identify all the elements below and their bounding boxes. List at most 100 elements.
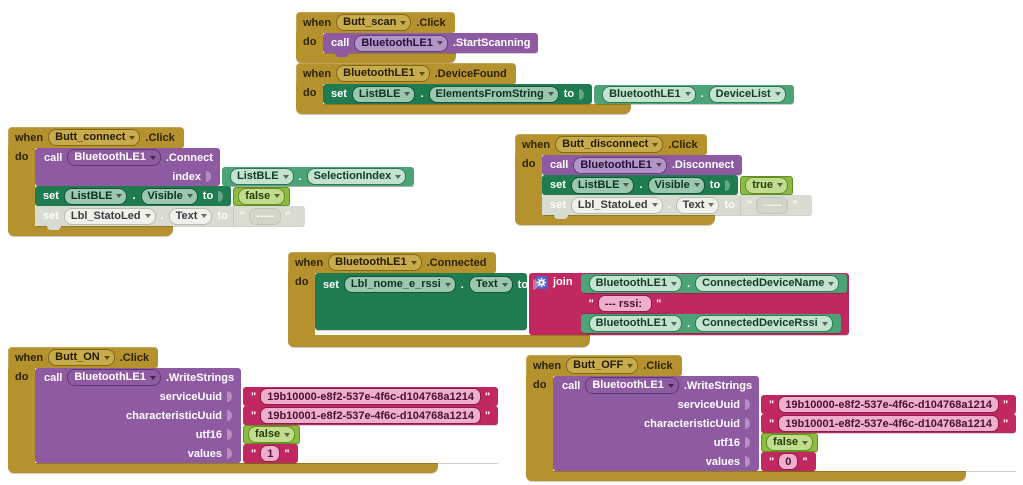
logic-dropdown[interactable]: false (248, 426, 296, 443)
serviceuuid-string-block[interactable]: " 19b10000-e8f2-537e-4f6c-d104768a1214 " (761, 395, 1017, 414)
event-header[interactable]: when Butt_connect .Click (8, 127, 184, 148)
set-label-text-block[interactable]: set Lbl_nome_e_rssi . Text to (315, 273, 539, 330)
string-value[interactable]: --- rssi: (597, 295, 653, 312)
component-dropdown[interactable]: BluetoothLE1 (67, 149, 161, 166)
disabled-set-statoled-block[interactable]: set Lbl_StatoLed . Text to " ----- " (542, 195, 812, 219)
logic-false-block[interactable]: false (761, 433, 819, 452)
call-writestrings-block[interactable]: call BluetoothLE1 .WriteStrings serviceU… (35, 368, 499, 463)
call-keyword: call (562, 379, 581, 392)
disabled-text-string-block[interactable]: " ----- " (232, 206, 297, 226)
component-dropdown[interactable]: ListBLE (570, 176, 635, 194)
logic-false-block[interactable]: false (233, 186, 291, 206)
block-when-butt-off-click[interactable]: when Butt_OFF .Click do call BluetoothLE… (526, 355, 1017, 481)
dropdown-value: Visible (147, 189, 183, 202)
event-header[interactable]: when Butt_OFF .Click (526, 355, 682, 376)
call-writestrings-block[interactable]: call BluetoothLE1 .WriteStrings serviceU… (553, 376, 1017, 471)
string-value[interactable]: 19b10001-e8f2-537e-4f6c-d104768a1214 (260, 407, 481, 424)
values-string-block[interactable]: " 0 " (761, 452, 816, 471)
component-dropdown[interactable]: Butt_scan (336, 14, 412, 31)
disabled-set-statoled-block[interactable]: set Lbl_StatoLed . Text to " ----- " (35, 206, 305, 230)
component-dropdown[interactable]: BluetoothLE1 (588, 275, 683, 292)
string-value[interactable]: 0 (778, 453, 799, 470)
component-dropdown[interactable]: BluetoothLE1 (573, 156, 667, 174)
component-dropdown[interactable]: Butt_connect (48, 129, 141, 146)
component-dropdown[interactable]: ListBLE (351, 85, 416, 103)
logic-false-block[interactable]: false (243, 425, 301, 444)
property-dropdown[interactable]: Text (168, 207, 213, 225)
block-when-butt-scan-click[interactable]: when Butt_scan .Click do call BluetoothL… (296, 12, 539, 63)
rssi-string-block[interactable]: " --- rssi: " (580, 294, 670, 313)
string-value[interactable]: ----- (756, 196, 789, 214)
component-dropdown[interactable]: Lbl_StatoLed (570, 196, 663, 214)
logic-true-block[interactable]: true (740, 175, 793, 195)
call-connect-block[interactable]: call BluetoothLE1 .Connect index ListB (35, 148, 415, 190)
call-startscanning-block[interactable]: call BluetoothLE1 .StartScanning (323, 33, 539, 57)
string-value[interactable]: 19b10001-e8f2-537e-4f6c-d104768a1214 (778, 415, 999, 432)
block-when-devicefound[interactable]: when BluetoothLE1 .DeviceFound do set Li… (296, 63, 794, 114)
getter-connecteddevicename-block[interactable]: BluetoothLE1 . ConnectedDeviceName (580, 274, 848, 293)
string-value[interactable]: 1 (260, 445, 281, 462)
event-name: .Click (416, 16, 446, 29)
logic-dropdown[interactable]: false (766, 434, 814, 451)
property-dropdown[interactable]: ElementsFromString (428, 85, 559, 103)
property-dropdown[interactable]: Text (468, 276, 513, 293)
characteristicuuid-string-block[interactable]: " 19b10001-e8f2-537e-4f6c-d104768a1214 " (761, 414, 1017, 433)
property-dropdown[interactable]: DeviceList (708, 85, 786, 103)
block-when-butt-on-click[interactable]: when Butt_ON .Click do call BluetoothLE1… (8, 347, 499, 473)
property-dropdown[interactable]: Visible (140, 187, 198, 205)
event-header[interactable]: when Butt_disconnect .Click (515, 134, 707, 155)
property-dropdown[interactable]: Visible (647, 176, 705, 194)
component-dropdown[interactable]: Lbl_nome_e_rssi (343, 276, 456, 293)
set-visible-block[interactable]: set ListBLE . Visible to (542, 175, 739, 195)
set-visible-block[interactable]: set ListBLE . Visible to (35, 186, 232, 206)
values-string-block[interactable]: " 1 " (243, 444, 298, 463)
event-header[interactable]: when BluetoothLE1 .Connected (288, 252, 496, 273)
component-dropdown[interactable]: BluetoothLE1 (67, 369, 161, 386)
property-dropdown[interactable]: SelectionIndex (306, 168, 407, 185)
getter-selectionindex-block[interactable]: ListBLE . SelectionIndex (222, 167, 415, 186)
set-elementsfromstring-block[interactable]: set ListBLE . ElementsFromString to (323, 84, 593, 104)
component-dropdown[interactable]: BluetoothLE1 (336, 65, 430, 82)
component-dropdown[interactable]: BluetoothLE1 (588, 315, 683, 332)
event-header[interactable]: when Butt_scan .Click (296, 12, 455, 33)
block-when-butt-disconnect-click[interactable]: when Butt_disconnect .Click do call Blue… (515, 134, 812, 225)
param-label: values (705, 455, 740, 468)
getter-devicelist-block[interactable]: BluetoothLE1 . DeviceList (594, 84, 794, 104)
string-value[interactable]: 19b10000-e8f2-537e-4f6c-d104768a1214 (260, 388, 481, 405)
component-dropdown[interactable]: BluetoothLE1 (585, 377, 679, 394)
string-value[interactable]: ----- (249, 207, 282, 225)
event-header[interactable]: when BluetoothLE1 .DeviceFound (296, 63, 516, 84)
property-dropdown[interactable]: ConnectedDeviceName (695, 275, 840, 292)
component-dropdown[interactable]: BluetoothLE1 (328, 254, 422, 271)
component-dropdown[interactable]: Butt_disconnect (555, 136, 664, 153)
open-quote: " (239, 210, 246, 222)
property-dropdown[interactable]: Text (675, 196, 720, 214)
mutator-gear-icon[interactable] (535, 276, 548, 289)
component-dropdown[interactable]: Butt_ON (48, 349, 115, 366)
component-dropdown[interactable]: BluetoothLE1 (602, 85, 696, 103)
block-when-connected[interactable]: when BluetoothLE1 .Connected do set Lbl_… (288, 252, 850, 347)
component-dropdown[interactable]: BluetoothLE1 (354, 34, 448, 52)
disabled-text-string-block[interactable]: " ----- " (739, 195, 804, 215)
join-text-block[interactable]: join BluetoothLE1 . ConnectedDeviceName … (529, 273, 850, 335)
component-dropdown[interactable]: Butt_OFF (566, 357, 639, 374)
property-dropdown[interactable]: ConnectedDeviceRssi (695, 315, 833, 332)
logic-dropdown[interactable]: false (238, 187, 286, 205)
call-disconnect-block[interactable]: call BluetoothLE1 .Disconnect (542, 155, 743, 175)
logic-dropdown[interactable]: true (745, 176, 788, 194)
getter-connecteddevicerssi-block[interactable]: BluetoothLE1 . ConnectedDeviceRssi (580, 314, 841, 333)
component-dropdown[interactable]: ListBLE (230, 168, 294, 185)
event-header[interactable]: when Butt_ON .Click (8, 347, 159, 368)
block-when-butt-connect-click[interactable]: when Butt_connect .Click do call Bluetoo… (8, 127, 415, 236)
to-keyword: to (517, 278, 529, 291)
serviceuuid-string-block[interactable]: " 19b10000-e8f2-537e-4f6c-d104768a1214 " (243, 387, 499, 406)
do-keyword: do (15, 151, 29, 163)
characteristicuuid-string-block[interactable]: " 19b10001-e8f2-537e-4f6c-d104768a1214 " (243, 406, 499, 425)
dropdown-value: BluetoothLE1 (74, 371, 146, 383)
component-dropdown[interactable]: ListBLE (63, 187, 128, 205)
dropdown-value: BluetoothLE1 (595, 317, 668, 329)
dropdown-value: BluetoothLE1 (343, 67, 415, 79)
string-value[interactable]: 19b10000-e8f2-537e-4f6c-d104768a1214 (778, 396, 999, 413)
component-dropdown[interactable]: Lbl_StatoLed (63, 207, 156, 225)
